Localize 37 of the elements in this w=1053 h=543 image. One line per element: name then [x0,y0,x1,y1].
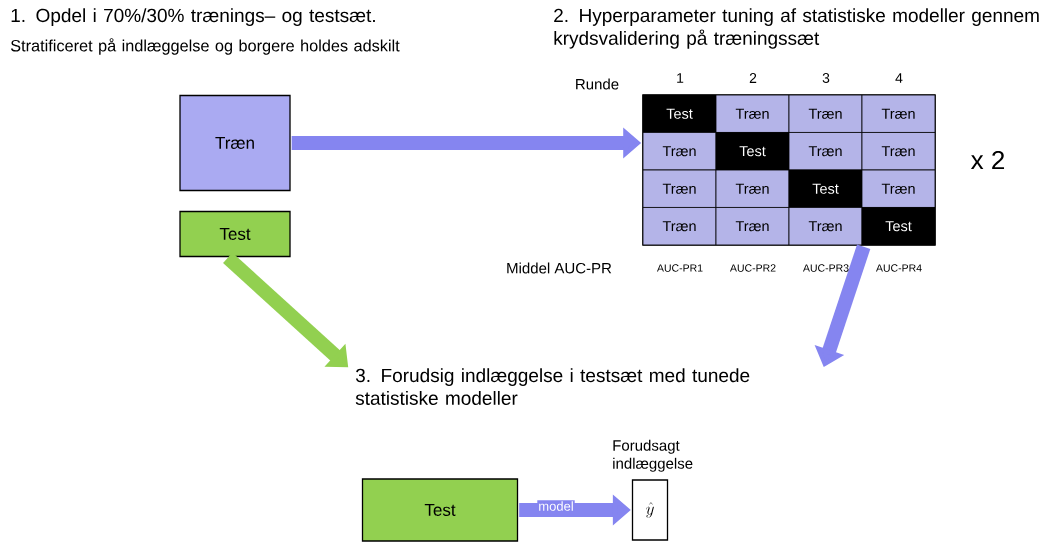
train-box: Træn [179,94,291,192]
grid-cell: Træn [642,132,717,171]
row-label: Runde [576,78,619,90]
grid-cell: Træn [715,94,790,133]
repeat-label: x 2 [970,150,1004,170]
grid-cell: Træn [861,169,936,208]
grid-cell: Træn [642,207,717,246]
grid-cell: Træn [788,94,863,133]
step-heading: 1. Opdel i 70%/30% trænings– og testsæt. [11,8,375,26]
metric-label: AUC-PR2 [729,264,776,272]
metric-label: AUC-PR1 [656,264,703,272]
round-number: 4 [895,73,903,83]
prediction-box: $\hat{y}$ [631,479,669,541]
row-label: Middel AUC-PR [507,262,612,274]
step-heading: 3. Forudsig indlæggelse i testsæt med tunede statistiske modeller [355,368,750,405]
grid-cell: Træn [788,132,863,171]
edge-label: model [539,501,573,511]
grid-cell: Træn [642,169,717,208]
step-heading: 2. Hyperparameter tuning af statistiske modeller gennem krydsvalidering på træningssæt [554,8,1039,49]
grid-cell: Test [861,207,936,246]
grid-cell: Træn [715,169,790,208]
grid-cell: Test [642,94,717,133]
note-text: Stratificeret på indlæggelse og borgere holdes adskilt [10,38,400,55]
grid-cell: Træn [861,132,936,171]
round-number: 3 [822,73,830,83]
round-number: 2 [749,73,757,83]
metric-label: AUC-PR4 [875,264,922,272]
test-box: Test [361,478,519,542]
grid-cell: Test [715,132,790,171]
grid-cell: Træn [715,207,790,246]
grid-cell: Test [788,169,863,208]
grid-cell: Træn [788,207,863,246]
grid-cell: Træn [861,94,936,133]
metric-label: AUC-PR3 [802,264,849,272]
caption-text: Forudsagt indlæggelse [613,439,693,472]
test-box: Test [179,210,291,258]
round-number: 1 [677,73,684,83]
